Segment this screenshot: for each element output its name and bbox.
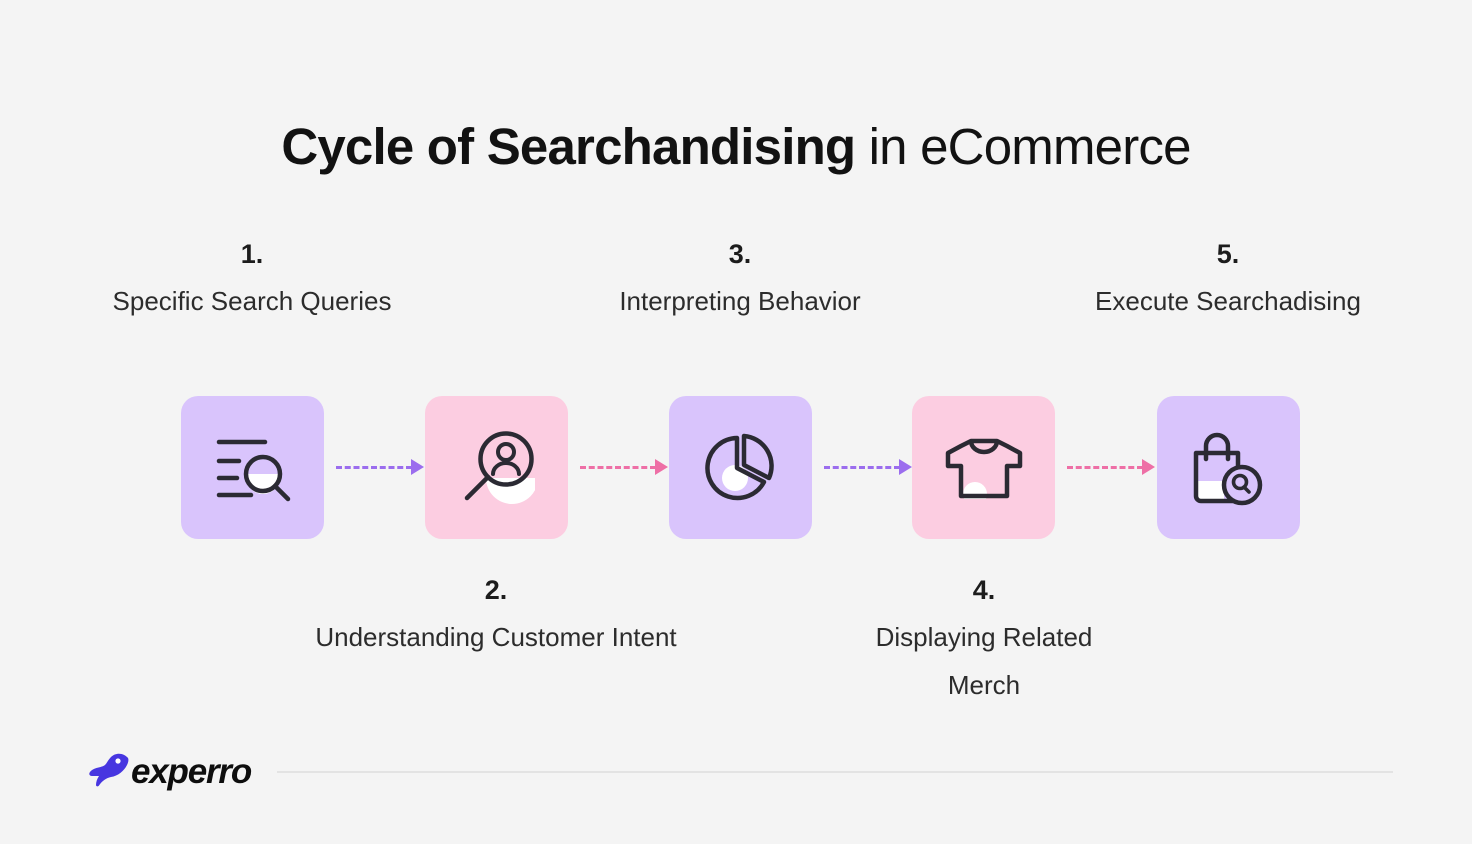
step-2-icon-tile[interactable]: [425, 396, 568, 539]
bird-icon: [88, 753, 130, 792]
arrow-2-3: [580, 457, 668, 477]
arrow-3-4: [824, 457, 912, 477]
arrow-line: [1067, 465, 1143, 469]
arrow-1-2: [336, 457, 424, 477]
step-2-label: Understanding Customer Intent: [315, 622, 677, 652]
arrow-line: [580, 465, 656, 469]
brand-logo[interactable]: experro: [88, 750, 252, 794]
step-3-caption: 3. Interpreting Behavior: [600, 231, 880, 325]
brand-wordmark: experro: [131, 752, 252, 791]
arrow-line: [824, 465, 900, 469]
step-4-number: 4.: [972, 575, 996, 605]
page-title: Cycle of Searchandising in eCommerce: [0, 116, 1472, 178]
arrow-head-icon: [411, 459, 424, 475]
step-4-caption: 4. Displaying Related Merch: [844, 567, 1124, 709]
footer-divider: [277, 771, 1393, 773]
arrow-line: [336, 465, 412, 469]
pie-chart-icon: [704, 431, 778, 505]
step-1-number: 1.: [240, 239, 264, 269]
arrow-head-icon: [1142, 459, 1155, 475]
step-1-icon-tile[interactable]: [181, 396, 324, 539]
page-title-light: in eCommerce: [855, 118, 1192, 176]
step-3-number: 3.: [728, 239, 752, 269]
step-5-caption: 5. Execute Searchadising: [1078, 231, 1378, 325]
arrow-head-icon: [655, 459, 668, 475]
step-2-caption: 2. Understanding Customer Intent: [296, 567, 696, 661]
step-5-label: Execute Searchadising: [1095, 286, 1361, 316]
process-flow: [181, 396, 1300, 540]
step-2-number: 2.: [484, 575, 508, 605]
step-4-label: Displaying Related Merch: [875, 622, 1093, 700]
step-4-icon-tile[interactable]: [912, 396, 1055, 539]
step-3-icon-tile[interactable]: [669, 396, 812, 539]
footer: experro: [88, 750, 1393, 794]
list-search-icon: [215, 433, 291, 503]
tshirt-icon: [945, 437, 1023, 499]
step-5-number: 5.: [1216, 239, 1240, 269]
shopping-bag-search-icon: [1190, 429, 1268, 507]
step-5-icon-tile[interactable]: [1157, 396, 1300, 539]
arrow-4-5: [1067, 457, 1155, 477]
page-title-bold: Cycle of Searchandising: [281, 118, 856, 176]
customer-search-icon: [459, 430, 535, 506]
step-1-label: Specific Search Queries: [112, 286, 392, 316]
step-3-label: Interpreting Behavior: [619, 286, 861, 316]
arrow-head-icon: [899, 459, 912, 475]
step-1-caption: 1. Specific Search Queries: [82, 231, 422, 325]
